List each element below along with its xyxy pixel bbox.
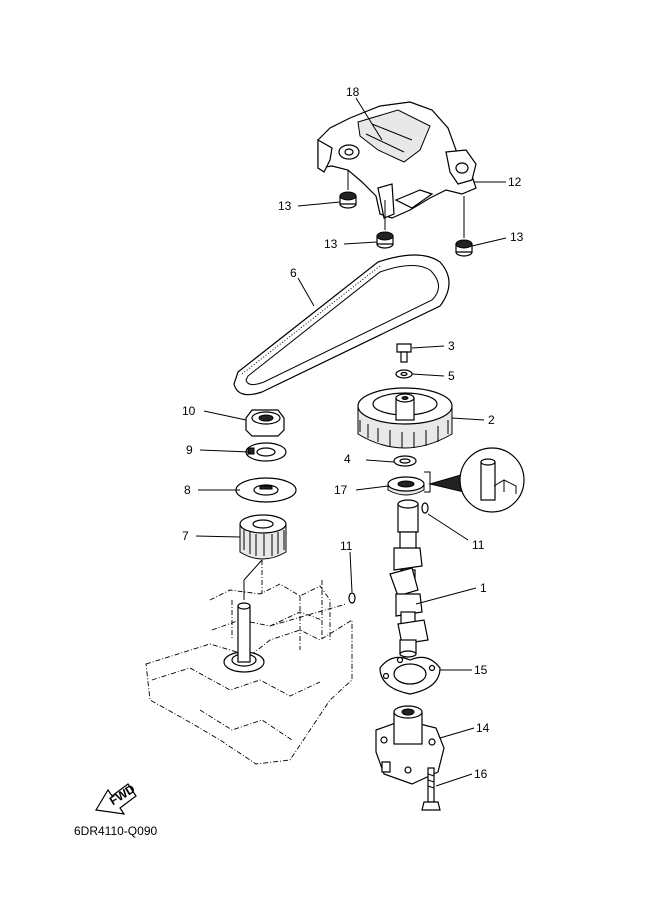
callout-11: 11 — [340, 539, 353, 553]
camshaft — [389, 499, 429, 658]
callout-3: 3 — [448, 339, 455, 353]
callout-4: 4 — [344, 452, 351, 466]
timing-belt — [233, 254, 450, 396]
callout-7: 7 — [182, 529, 189, 543]
crank-pulley — [239, 514, 287, 560]
callout-1: 1 — [480, 581, 487, 595]
drawing-code: 6DR4110-Q090 — [74, 824, 157, 838]
fwd-arrow-icon — [95, 783, 137, 815]
camshaft-pulley — [357, 387, 453, 449]
woodruff-key-cam — [421, 502, 429, 514]
callout-15: 15 — [474, 663, 488, 677]
callout-14: 14 — [476, 721, 490, 735]
callout-12: 12 — [508, 175, 522, 189]
gasket — [379, 656, 441, 695]
callout-17: 17 — [334, 483, 348, 497]
callout-13: 13 — [324, 237, 338, 251]
washer-lower — [393, 455, 417, 467]
callout-2: 2 — [488, 413, 495, 427]
grommet-left — [339, 191, 357, 209]
leader-lines — [195, 97, 507, 787]
callout-16: 16 — [474, 767, 488, 781]
washer-upper — [395, 369, 413, 379]
callout-9: 9 — [186, 443, 193, 457]
bolt — [396, 343, 412, 363]
grommet-right — [455, 239, 473, 257]
callout-6: 6 — [290, 266, 297, 280]
callout-11: 11 — [472, 538, 485, 552]
timing-belt-cover — [317, 101, 477, 219]
engine-block — [145, 560, 356, 765]
plate — [235, 477, 297, 503]
pump-bolt — [421, 767, 441, 811]
nut — [245, 409, 285, 437]
detail-inset — [424, 447, 525, 513]
grommet-center — [376, 231, 394, 249]
lock-washer — [245, 442, 287, 462]
callout-8: 8 — [184, 483, 191, 497]
oil-seal — [387, 476, 425, 496]
callout-18: 18 — [346, 85, 360, 99]
callout-13: 13 — [278, 199, 292, 213]
callout-13: 13 — [510, 230, 524, 244]
oil-pump — [375, 705, 445, 785]
callout-5: 5 — [448, 369, 455, 383]
callout-10: 10 — [182, 404, 196, 418]
